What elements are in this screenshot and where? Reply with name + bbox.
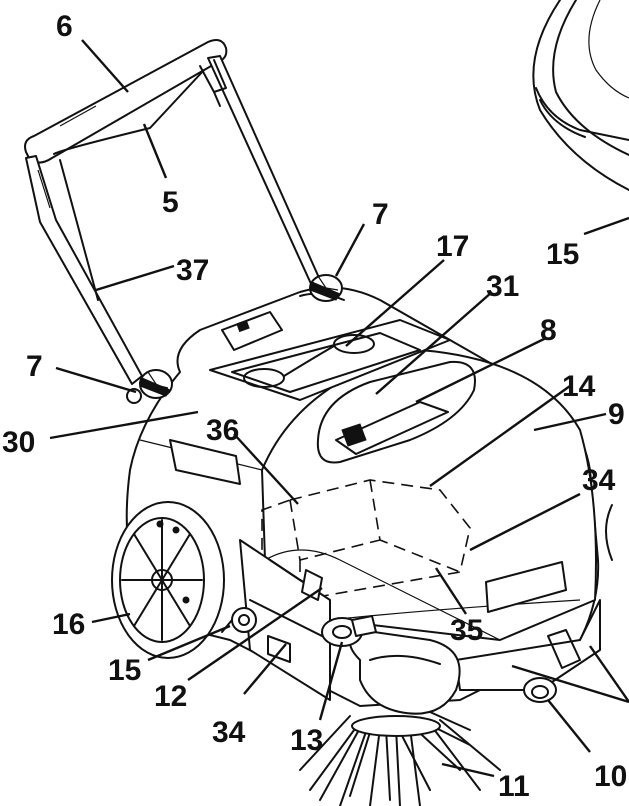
- callout-15-top: 15: [546, 238, 579, 271]
- knob-right: [309, 274, 343, 302]
- rear-wheel: [111, 501, 225, 659]
- callout-8: 8: [540, 314, 557, 347]
- callout-10: 10: [594, 760, 627, 793]
- callout-34-bottom: 34: [212, 716, 246, 749]
- leader-lines: [49, 39, 629, 778]
- callout-36: 36: [206, 414, 239, 447]
- detail-view-top-right: [532, 0, 629, 561]
- callout-16: 16: [52, 608, 85, 641]
- callout-labels: 6 5 37 7 17 15 31 8 7 14 9 30 36 34 16 3…: [2, 10, 627, 803]
- callout-30: 30: [2, 426, 35, 459]
- callout-9: 9: [608, 398, 625, 431]
- callout-37: 37: [176, 254, 209, 287]
- callout-15-bottom: 15: [108, 654, 141, 687]
- callout-6: 6: [56, 10, 73, 43]
- front-caster: [523, 677, 557, 703]
- sweeper-housing: [125, 286, 601, 707]
- callout-12: 12: [154, 680, 187, 713]
- callout-34-right: 34: [582, 464, 616, 497]
- callout-35: 35: [450, 614, 483, 647]
- callout-7-top: 7: [372, 198, 389, 231]
- callout-7-left: 7: [26, 350, 43, 383]
- callout-31: 31: [486, 270, 519, 303]
- callout-5: 5: [162, 186, 179, 219]
- side-brush-assembly: [299, 615, 501, 806]
- handle: [24, 39, 321, 385]
- callout-11: 11: [498, 770, 530, 803]
- knob-left: [126, 369, 173, 404]
- callout-14: 14: [562, 370, 596, 403]
- callout-13: 13: [290, 724, 323, 757]
- callout-17: 17: [436, 230, 469, 263]
